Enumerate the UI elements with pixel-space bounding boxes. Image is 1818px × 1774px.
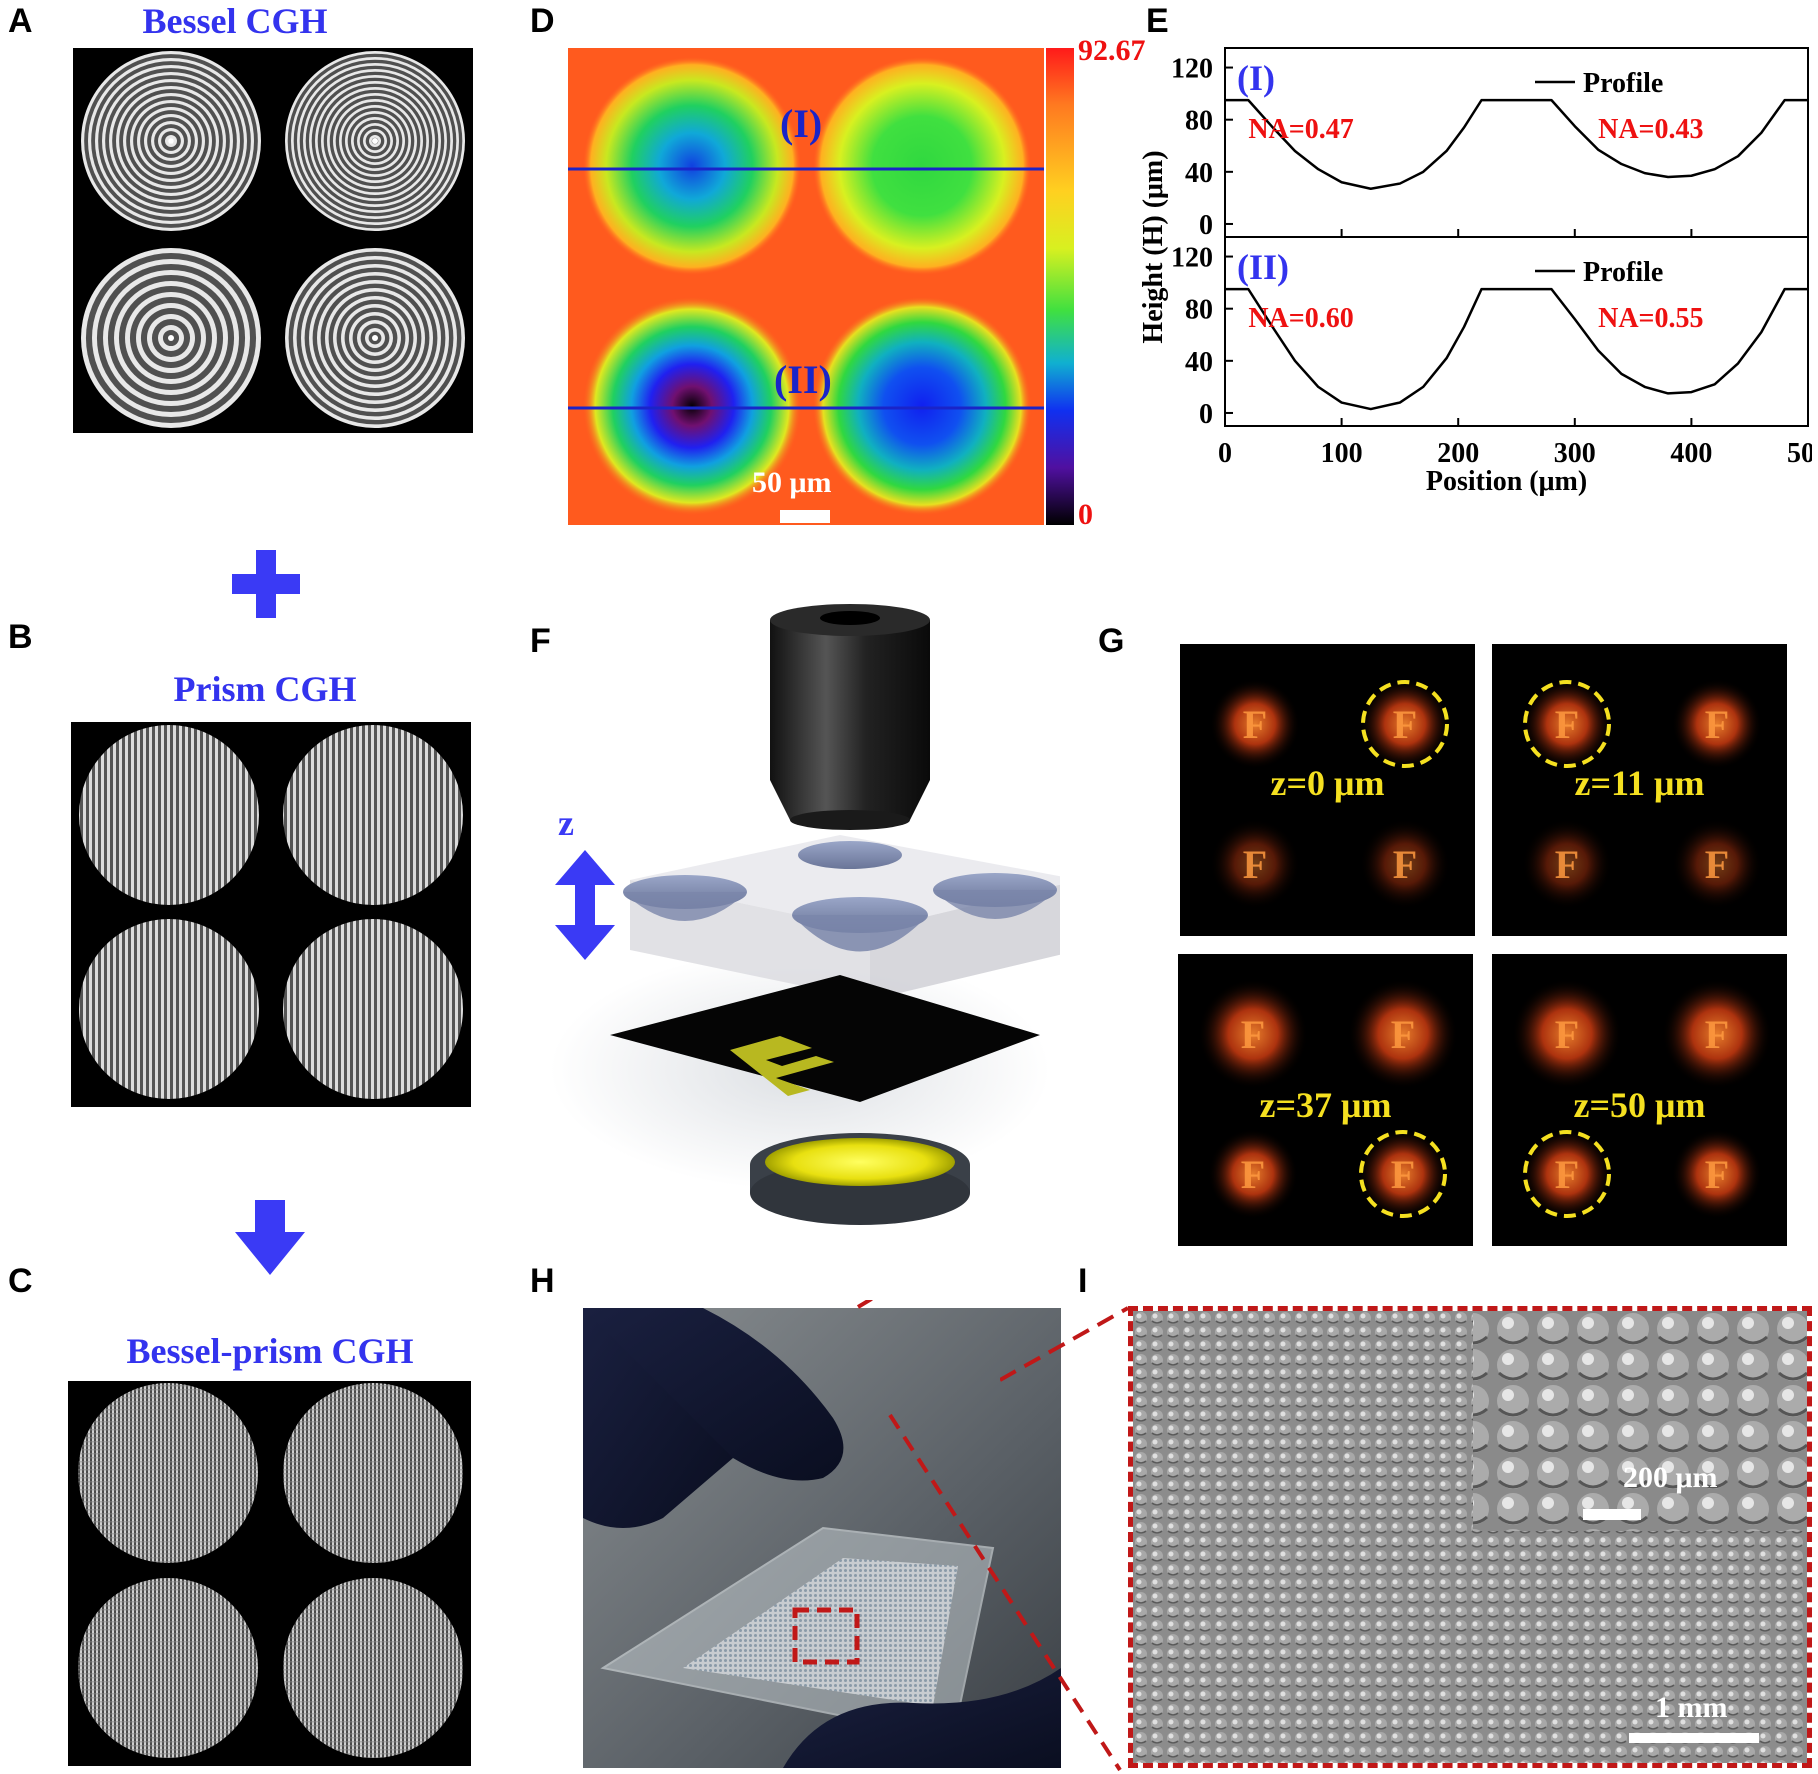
scale-bar-label-i: 1 mm [1655, 1691, 1728, 1724]
profile-line [1225, 98, 1808, 191]
z-label-0: z=0 μm [1270, 763, 1385, 803]
target-circle [1523, 680, 1611, 768]
prism-cgh-image [71, 722, 471, 1107]
x-tick-label: 200 [1437, 438, 1479, 469]
legend-label: Profile [1583, 257, 1663, 288]
scale-bar-label-d: 50 μm [752, 466, 832, 499]
panel-label-h: H [530, 1262, 555, 1300]
y-tick-label: 40 [1185, 347, 1213, 378]
svg-text:F: F [1243, 702, 1267, 747]
svg-text:F: F [1555, 1152, 1579, 1197]
svg-text:F: F [1555, 1012, 1579, 1057]
z-label-2: z=37 μm [1259, 1085, 1392, 1125]
panel-label-i: I [1078, 1262, 1088, 1300]
colorbar [1046, 48, 1074, 525]
y-tick-label: 0 [1199, 399, 1213, 430]
bessel-cgh-image [73, 48, 473, 433]
svg-text:F: F [1391, 1012, 1415, 1057]
colorbar-min: 0 [1078, 498, 1093, 531]
panel-b-title: Prism CGH [173, 669, 357, 709]
svg-text:F: F [1243, 842, 1267, 887]
zoom-connector [856, 1300, 1122, 1772]
svg-text:F: F [1393, 842, 1417, 887]
x-tick-label: 300 [1554, 438, 1596, 469]
na-annotation: NA=0.47 [1248, 114, 1353, 145]
subplot-label: (I) [1237, 58, 1275, 98]
down-arrow-icon [235, 1200, 305, 1275]
profile-line-label-i: (I) [780, 101, 823, 146]
plus-icon [232, 550, 300, 618]
zoom-connector-lines [1000, 1306, 1129, 1382]
z-axis-label: z [558, 803, 574, 843]
x-tick-label: 100 [1321, 438, 1363, 469]
colorbar-max: 92.67 [1078, 34, 1146, 67]
y-axis-label: Height (H) (μm) [1140, 150, 1169, 343]
panel-a-title: Bessel CGH [142, 1, 328, 41]
bessel-prism-cgh-image [68, 1381, 471, 1766]
svg-text:F: F [1705, 702, 1729, 747]
panel-label-e: E [1146, 2, 1169, 40]
profile-line-label-ii: (II) [774, 357, 832, 402]
z-label-3: z=50 μm [1573, 1085, 1706, 1125]
y-tick-label: 0 [1199, 210, 1213, 241]
profile-line [1225, 287, 1808, 411]
svg-text:F: F [1555, 842, 1579, 887]
svg-text:F: F [1555, 702, 1579, 747]
panel-label-c: C [8, 1262, 33, 1300]
y-tick-label: 80 [1185, 295, 1213, 326]
svg-text:F: F [1241, 1012, 1265, 1057]
panel-label-d: D [530, 2, 555, 40]
y-tick-label: 120 [1171, 243, 1213, 274]
x-axis-label: Position (μm) [1426, 466, 1587, 497]
sem-image: 200 μm 1 mm [1128, 1306, 1812, 1768]
na-annotation: NA=0.43 [1598, 114, 1703, 145]
x-tick-label: 400 [1670, 438, 1712, 469]
na-annotation: NA=0.55 [1598, 303, 1703, 334]
panel-label-f: F [530, 622, 551, 660]
x-tick-label: 0 [1218, 438, 1232, 469]
y-tick-label: 120 [1171, 54, 1213, 85]
panel-label-b: B [8, 618, 33, 656]
svg-text:F: F [1705, 1012, 1729, 1057]
z-label-1: z=11 μm [1574, 763, 1705, 803]
panel-label-g: G [1098, 622, 1125, 660]
setup-illustration: z [550, 604, 1060, 1225]
svg-text:F: F [1241, 1152, 1265, 1197]
y-tick-label: 80 [1185, 106, 1213, 137]
panel-c-title: Bessel-prism CGH [126, 1331, 414, 1371]
panel-label-a: A [8, 2, 33, 40]
subplot-frame [1224, 236, 1809, 427]
svg-text:F: F [1393, 702, 1417, 747]
height-map-image: (I) (II) 50 μm [568, 48, 1044, 525]
target-circle [1523, 1130, 1611, 1218]
na-annotation: NA=0.60 [1248, 303, 1353, 334]
svg-text:F: F [1705, 842, 1729, 887]
target-circle [1359, 1130, 1447, 1218]
target-circle [1361, 680, 1449, 768]
subplot-label: (II) [1237, 247, 1289, 287]
legend-label: Profile [1583, 68, 1663, 99]
device-photo [583, 1308, 1061, 1768]
y-tick-label: 40 [1185, 158, 1213, 189]
x-tick-label: 500 [1787, 438, 1812, 469]
inset-scale-label: 200 μm [1623, 1461, 1718, 1494]
svg-text:F: F [1705, 1152, 1729, 1197]
svg-text:F: F [1391, 1152, 1415, 1197]
